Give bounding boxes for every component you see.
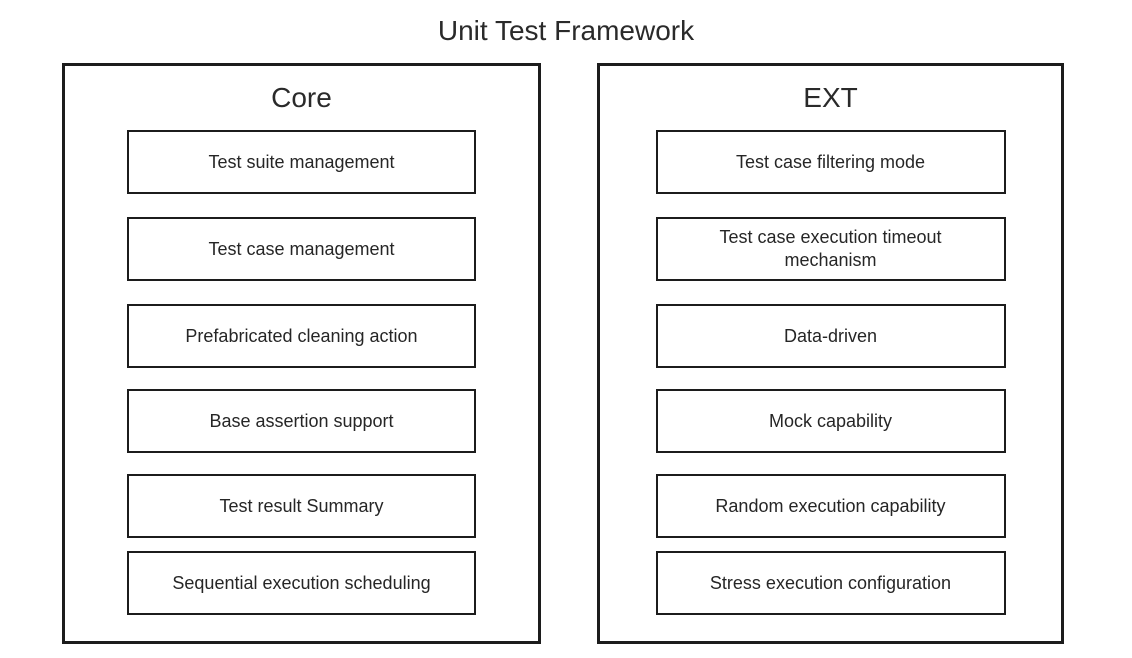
diagram-title: Unit Test Framework	[437, 15, 695, 46]
group-ext-items: Test case filtering mode Test case execu…	[600, 130, 1061, 615]
core-item-test-result-summary: Test result Summary	[127, 474, 476, 538]
core-item-sequential-execution-scheduling: Sequential execution scheduling	[127, 551, 476, 615]
group-core-panel: Core Test suite management Test case man…	[62, 63, 541, 644]
ext-item-stress-execution-configuration: Stress execution configuration	[655, 551, 1006, 615]
core-item-prefabricated-cleaning-action: Prefabricated cleaning action	[127, 304, 476, 368]
ext-item-mock-capability: Mock capability	[655, 389, 1006, 453]
ext-item-random-execution-capability: Random execution capability	[655, 474, 1006, 538]
core-item-test-case-management: Test case management	[127, 217, 476, 281]
group-core-items: Test suite management Test case manageme…	[65, 130, 538, 615]
ext-item-test-case-filtering-mode: Test case filtering mode	[655, 130, 1006, 194]
group-core-title: Core	[271, 82, 332, 113]
group-ext-title: EXT	[803, 82, 858, 113]
ext-item-test-case-execution-timeout-mechanism: Test case execution timeout mechanism	[655, 217, 1006, 281]
core-item-base-assertion-support: Base assertion support	[127, 389, 476, 453]
ext-item-data-driven: Data-driven	[655, 304, 1006, 368]
group-ext-panel: EXT Test case filtering mode Test case e…	[597, 63, 1064, 644]
core-item-test-suite-management: Test suite management	[127, 130, 476, 194]
